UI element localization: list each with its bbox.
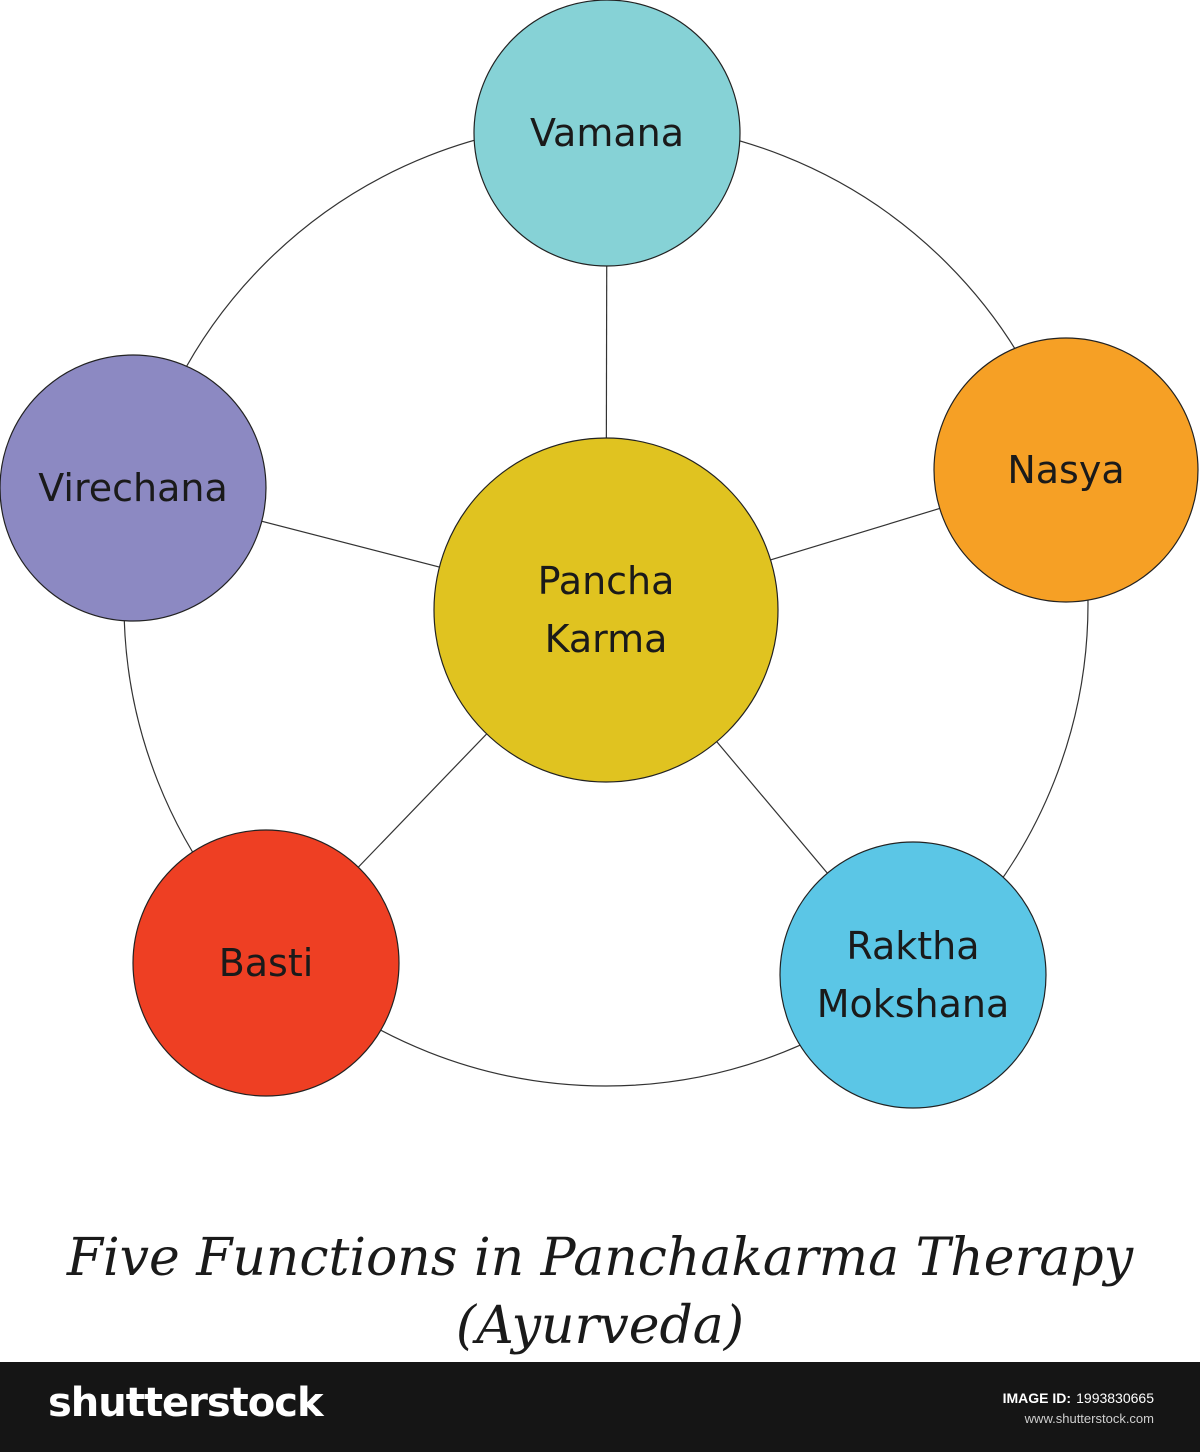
caption-title: Five Functions in Panchakarma Therapy	[66, 1228, 1134, 1288]
caption-subtitle: (Ayurveda)	[455, 1296, 745, 1356]
node-raktha-mokshana-circle	[779, 841, 1047, 1109]
node-basti-label: Basti	[219, 941, 314, 985]
node-vamana-circle	[473, 0, 741, 267]
node-vamana-label: Vamana	[530, 111, 684, 155]
node-raktha-mokshana-label: Raktha	[846, 924, 979, 968]
image-id-label: IMAGE ID:	[1002, 1390, 1072, 1406]
node-virechana-label: Virechana	[38, 466, 228, 510]
node-vamana: Vamana	[473, 0, 741, 267]
node-basti: Basti	[132, 829, 400, 1097]
node-virechana-circle	[0, 354, 267, 622]
image-id-block: IMAGE ID: 1993830665 www.shutterstock.co…	[1003, 1388, 1154, 1426]
pancha-karma-diagram: VamanaNasyaRakthaMokshanaBastiVirechanaP…	[0, 0, 1199, 1109]
image-id-value: 1993830665	[1076, 1390, 1154, 1406]
node-raktha-mokshana-label: Mokshana	[817, 982, 1010, 1026]
node-nasya-circle	[933, 337, 1199, 603]
brand-logo: shutterstock	[48, 1380, 324, 1426]
footer-bar: shutterstock IMAGE ID: 1993830665 www.sh…	[0, 1362, 1200, 1452]
therapy-nodes: VamanaNasyaRakthaMokshanaBastiVirechanaP…	[0, 0, 1199, 1109]
node-nasya: Nasya	[933, 337, 1199, 603]
site-url: www.shutterstock.com	[1024, 1411, 1154, 1426]
center-label: Pancha	[538, 559, 675, 603]
center-label: Karma	[545, 617, 668, 661]
node-basti-circle	[132, 829, 400, 1097]
node-virechana: Virechana	[0, 354, 267, 622]
center-circle	[433, 437, 779, 783]
node-nasya-label: Nasya	[1007, 448, 1124, 492]
